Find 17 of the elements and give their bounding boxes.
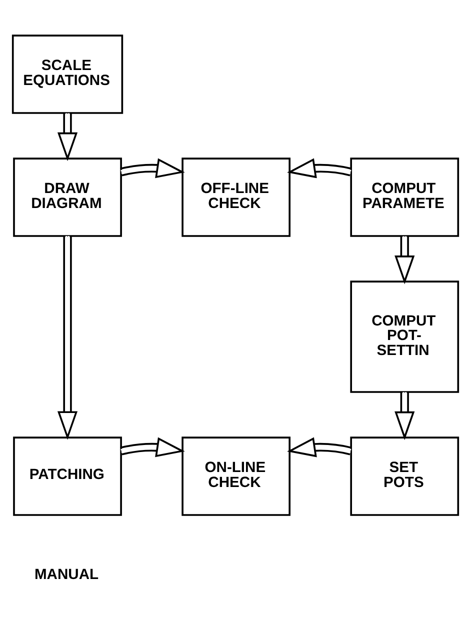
arrow xyxy=(120,437,185,458)
node-box: COMPUT POT- SETTIN xyxy=(350,280,460,393)
node-box: COMPUT PARAMETE xyxy=(350,158,460,237)
arrow xyxy=(57,236,78,440)
label: MANUAL xyxy=(34,567,99,584)
arrow xyxy=(287,437,352,458)
arrow xyxy=(57,113,78,162)
arrow xyxy=(394,236,415,284)
node-box: ON-LINE CHECK xyxy=(182,436,290,516)
node-box: SET POTS xyxy=(350,436,460,516)
node-box: SCALE EQUATIONS xyxy=(12,34,124,114)
arrow xyxy=(287,158,352,178)
node-box: PATCHING xyxy=(13,436,122,516)
node-box: OFF-LINE CHECK xyxy=(182,158,290,237)
arrow xyxy=(120,158,185,178)
arrow xyxy=(394,392,415,440)
node-box: DRAW DIAGRAM xyxy=(13,158,122,237)
